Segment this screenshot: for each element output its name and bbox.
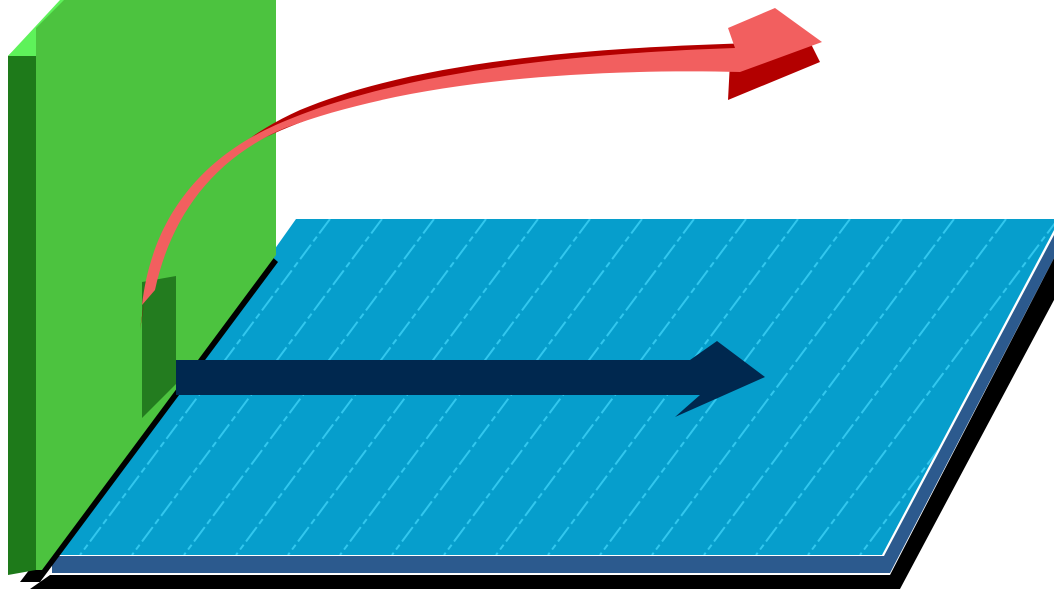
plane-stripe xyxy=(807,219,1054,555)
plane-stripe xyxy=(651,219,903,555)
plane-stripe xyxy=(703,219,955,555)
plane-stripe xyxy=(755,219,1007,555)
curved-arrow xyxy=(142,8,822,305)
panel-slot xyxy=(142,276,176,418)
horizontal-arrow xyxy=(176,341,765,417)
panel-side xyxy=(8,28,36,575)
